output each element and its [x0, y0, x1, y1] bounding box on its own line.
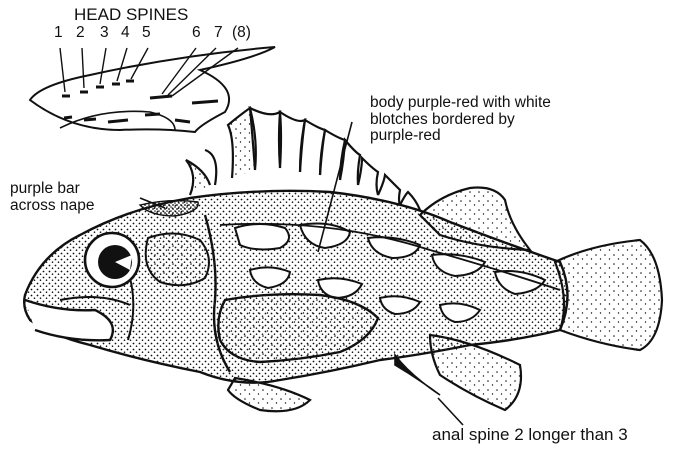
nape-bar-line: purple bar [10, 181, 94, 198]
anal-spine-leader [438, 398, 463, 425]
nape-bar-label: purple bar across nape [10, 181, 94, 214]
nape-bar-line: across nape [10, 198, 94, 215]
head-spines-title: HEAD SPINES [74, 6, 188, 24]
body-color-line: blotches bordered by [370, 112, 551, 129]
caudal-fin [555, 240, 662, 350]
inset-spine-marks [62, 81, 218, 122]
spine-pointer-lines [60, 48, 238, 96]
spine-number: 7 [214, 25, 223, 42]
spine-number: 6 [192, 25, 201, 42]
spine-number: 1 [54, 25, 63, 42]
body-color-line: purple-red [370, 128, 551, 145]
spine-number: 2 [76, 25, 85, 42]
spine-number: 5 [142, 25, 151, 42]
spine-number: (8) [232, 25, 251, 42]
spine-number: 3 [100, 25, 109, 42]
anal-spine-label: anal spine 2 longer than 3 [432, 426, 628, 444]
body-color-label: body purple-red with white blotches bord… [370, 95, 551, 145]
spine-number: 4 [121, 25, 130, 42]
body-color-line: body purple-red with white [370, 95, 551, 112]
